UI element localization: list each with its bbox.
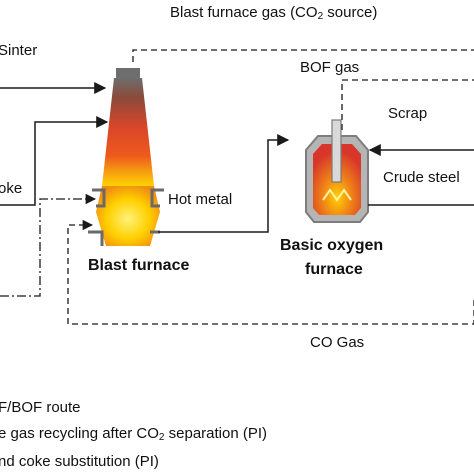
scrap-label: Scrap [388, 105, 428, 122]
blast-furnace-gas-line [132, 49, 474, 62]
co-gas-recycle-line [67, 219, 474, 325]
coke-label: oke [0, 180, 23, 197]
dashdot-arrow [0, 193, 97, 297]
hot-metal-label: Hot metal [168, 191, 233, 208]
legend-item-2: e gas recycling after CO2 separation (PI… [0, 425, 268, 443]
bof-gas-label: BOF gas [300, 59, 360, 76]
blast-furnace [88, 68, 164, 246]
legend-item-3: nd coke substitution (PI) [0, 453, 159, 470]
sinter-label: Sinter [0, 42, 38, 59]
crude-steel-label: Crude steel [383, 169, 460, 186]
co-gas-label: CO Gas [310, 334, 365, 351]
bof-label-line2: furnace [305, 261, 363, 278]
legend-item-1: F/BOF route [0, 399, 81, 416]
hot-metal-arrow [158, 134, 290, 233]
coke-arrow [0, 116, 109, 206]
blast-furnace-label: Blast furnace [88, 257, 190, 274]
bof-gas-line [341, 79, 474, 130]
bof-label-line1: Basic oxygen [280, 237, 384, 254]
blast-furnace-gas-label: Blast furnace gas (CO2 source) [170, 4, 378, 22]
basic-oxygen-furnace [305, 119, 369, 223]
